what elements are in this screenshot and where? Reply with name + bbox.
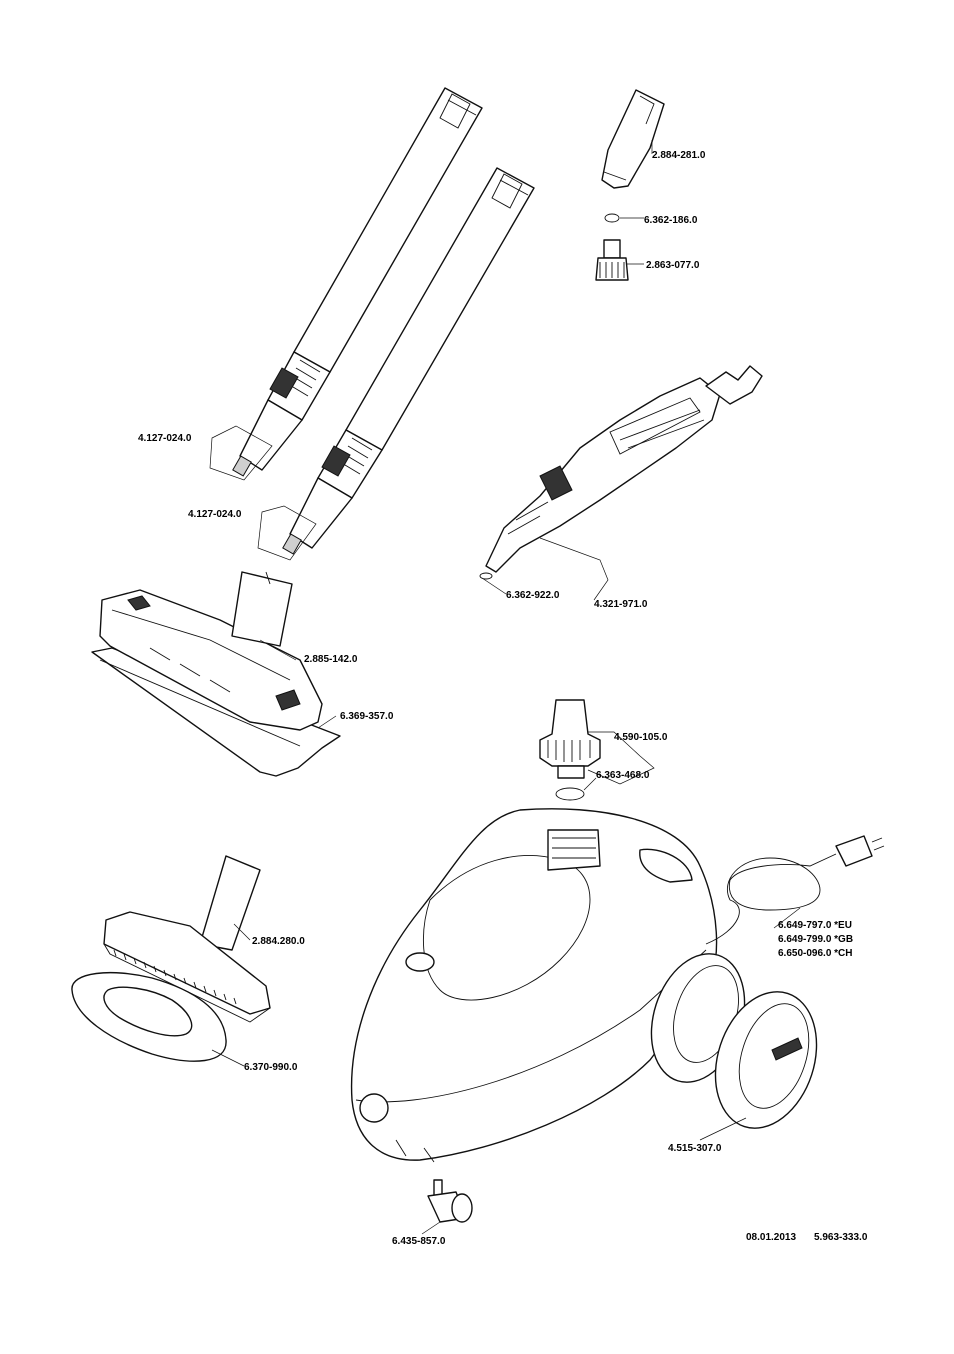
label-power-cord-gb: 6.649-799.0 *GB xyxy=(778,934,853,945)
castor xyxy=(427,1179,473,1223)
label-hand-nozzle: 2.884.280.0 xyxy=(252,936,305,947)
part-labels: 2.884-281.0 6.362-186.0 2.863-077.0 4.12… xyxy=(138,150,868,1247)
label-o-ring-small: 6.362-186.0 xyxy=(644,215,698,226)
label-castor: 6.435-857.0 xyxy=(392,1236,446,1247)
steam-cleaner-body xyxy=(350,808,718,1163)
label-safety-cap: 4.590-105.0 xyxy=(614,732,668,743)
detail-nozzle-assembly xyxy=(595,89,665,281)
safety-cap-assembly xyxy=(539,699,601,801)
label-nozzle-small: 2.884-281.0 xyxy=(652,150,706,161)
extension-tube-upper xyxy=(232,87,483,477)
label-terry-cover: 6.370-990.0 xyxy=(244,1062,298,1073)
label-wheel: 4.515-307.0 xyxy=(668,1143,722,1154)
label-power-cord-ch: 6.650-096.0 *CH xyxy=(778,948,853,959)
label-tube-lower: 4.127-024.0 xyxy=(188,509,242,520)
label-tube-upper: 4.127-024.0 xyxy=(138,433,192,444)
footer-date: 08.01.2013 xyxy=(746,1232,796,1243)
label-floor-nozzle: 2.885-142.0 xyxy=(304,654,358,665)
wheels xyxy=(650,953,818,1129)
label-o-ring-gun: 6.362-922.0 xyxy=(506,590,560,601)
leader-lines xyxy=(209,140,801,1235)
power-cord xyxy=(705,835,885,945)
label-hand-gun: 4.321-971.0 xyxy=(594,599,648,610)
label-power-cord-eu: 6.649-797.0 *EU xyxy=(778,920,852,931)
label-floor-cloth: 6.369-357.0 xyxy=(340,711,394,722)
hand-steam-gun xyxy=(479,365,763,580)
footer-doc-number: 5.963-333.0 xyxy=(814,1232,868,1243)
label-round-brush: 2.863-077.0 xyxy=(646,260,700,271)
hand-nozzle-assembly xyxy=(71,855,271,1062)
extension-tube-lower xyxy=(282,167,535,555)
floor-nozzle-assembly xyxy=(91,571,341,777)
label-cap-seal: 6.363-468.0 xyxy=(596,770,650,781)
